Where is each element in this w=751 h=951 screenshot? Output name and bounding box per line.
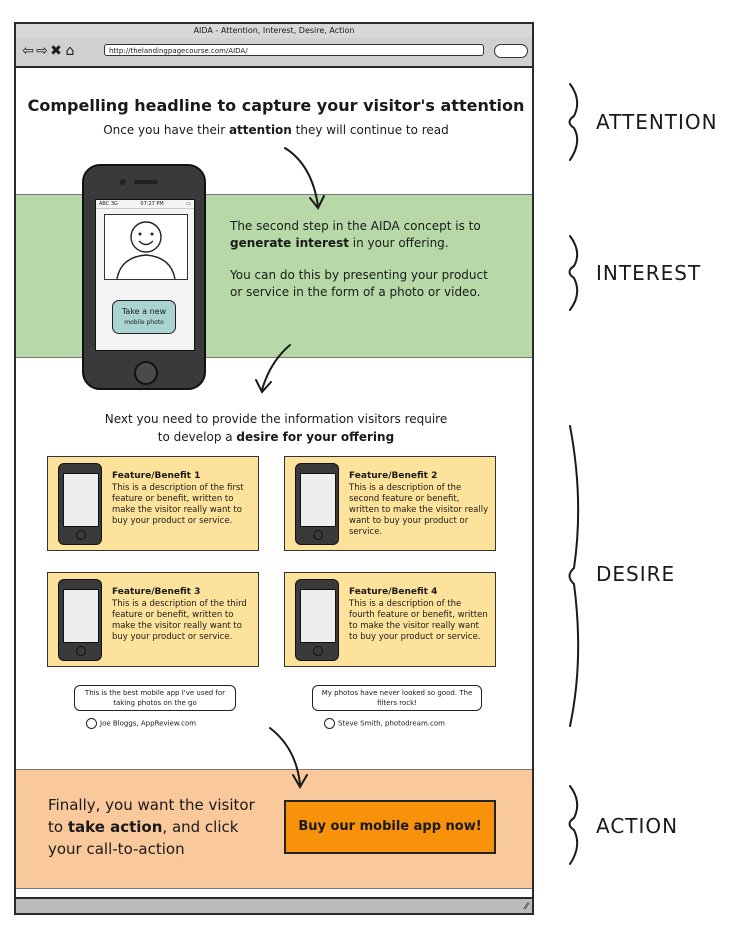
- mini-phone-icon: [58, 579, 102, 661]
- testimonial-author: Steve Smith, photodream.com: [324, 718, 445, 729]
- phone-home-button: [134, 361, 158, 385]
- take-photo-sublabel: mobile photo: [124, 319, 164, 326]
- feature-title: Feature/Benefit 2: [349, 471, 438, 481]
- feature-description: This is a description of the third featu…: [112, 599, 247, 642]
- feature-title: Feature/Benefit 4: [349, 587, 438, 597]
- person-icon: [116, 221, 176, 280]
- take-photo-button[interactable]: Take a new mobile photo: [112, 300, 176, 334]
- action-line2-end: , and click: [162, 818, 239, 836]
- feature-title: Feature/Benefit 1: [112, 471, 201, 481]
- mini-phone-icon: [295, 579, 339, 661]
- browser-toolbar: ⇦⇨✖⌂ http://thelandingpagecourse.com/AID…: [16, 38, 532, 68]
- subline-text-end: they will continue to read: [291, 123, 449, 137]
- phone-screen: ABC 3G 07:27 PM ▭ Take a new mobile phot…: [95, 199, 195, 351]
- nav-buttons: ⇦⇨✖⌂: [22, 42, 78, 60]
- buy-app-button[interactable]: Buy our mobile app now!: [284, 800, 496, 854]
- subline-bold: attention: [228, 123, 292, 137]
- browser-status-bar: ⁄⁄: [16, 897, 532, 913]
- photo-placeholder: [104, 214, 188, 280]
- phone-time: 07:27 PM: [140, 201, 164, 207]
- feature-card: Feature/Benefit 1 This is a description o…: [47, 456, 259, 551]
- phone-mockup: ABC 3G 07:27 PM ▭ Take a new mobile phot…: [82, 164, 206, 390]
- feature-text: Feature/Benefit 4 This is a description o…: [349, 587, 489, 643]
- url-bar[interactable]: http://thelandingpagecourse.com/AIDA/: [104, 44, 484, 56]
- stage-label-attention: ATTENTION: [596, 110, 718, 134]
- brace-action: [568, 785, 579, 865]
- arrowhead: [255, 379, 272, 394]
- mini-phone-icon: [58, 463, 102, 545]
- feature-card: Feature/Benefit 2 This is a description o…: [284, 456, 496, 551]
- interest-paragraph-1: The second step in the AIDA concept is t…: [230, 218, 490, 251]
- smiley-icon: [324, 718, 335, 729]
- feature-title: Feature/Benefit 3: [112, 587, 201, 597]
- action-line2-bold: take action: [67, 818, 163, 836]
- testimonial-author: Joe Bloggs, AppReview.com: [86, 718, 196, 729]
- feature-text: Feature/Benefit 1 This is a description o…: [112, 471, 252, 527]
- brace-attention: [568, 83, 579, 161]
- testimonial-bubble: This is the best mobile app I've used fo…: [74, 685, 236, 711]
- action-line1: Finally, you want the visitor: [48, 796, 255, 814]
- stage-label-interest: INTEREST: [596, 261, 702, 285]
- arrow-attention-to-interest: [284, 147, 319, 207]
- interest-paragraph-2: You can do this by presenting your produ…: [230, 268, 488, 299]
- phone-camera: [120, 179, 126, 185]
- arrow-desire-to-action: [269, 727, 301, 785]
- testimonial-author-name: Joe Bloggs, AppReview.com: [100, 719, 197, 728]
- battery-icon: ▭: [186, 201, 191, 207]
- arrow-interest-to-desire: [261, 344, 291, 391]
- action-line2-text: to: [48, 818, 68, 836]
- resize-grip-icon[interactable]: ⁄⁄: [524, 902, 528, 912]
- phone-status-bar: ABC 3G 07:27 PM ▭: [96, 200, 194, 209]
- stage-label-action: ACTION: [596, 814, 679, 838]
- home-icon[interactable]: ⌂: [65, 43, 77, 59]
- desire-intro: Next you need to provide the information…: [16, 410, 536, 446]
- smiley-icon: [86, 718, 97, 729]
- arrowhead: [309, 195, 325, 210]
- desire-intro-line2: to develop a desire for your offering: [16, 428, 536, 446]
- interest-p1-text: The second step in the AIDA concept is t…: [230, 219, 481, 233]
- subline-text: Once you have their: [103, 123, 229, 137]
- feature-text: Feature/Benefit 2 This is a description o…: [349, 471, 489, 538]
- stage-label-desire: DESIRE: [596, 562, 676, 586]
- brace-desire: [568, 425, 580, 727]
- desire-intro-bold: desire for your offering: [236, 430, 395, 444]
- desire-intro-line1: Next you need to provide the information…: [104, 412, 448, 426]
- page-headline: Compelling headline to capture your visi…: [27, 96, 525, 115]
- interest-p1-end: in your offering.: [348, 235, 449, 250]
- testimonial-author-name: Steve Smith, photodream.com: [338, 719, 445, 728]
- feature-text: Feature/Benefit 3 This is a description o…: [112, 587, 252, 643]
- mini-phone-icon: [295, 463, 339, 545]
- action-line3: your call-to-action: [48, 840, 185, 858]
- browser-window: AIDA - Attention, Interest, Desire, Acti…: [14, 22, 534, 915]
- close-icon[interactable]: ✖: [50, 43, 64, 59]
- attention-subline: Once you have their attention they will …: [16, 123, 536, 137]
- signal-label: ABC 3G: [99, 201, 118, 207]
- action-text: Finally, you want the visitor to take ac…: [48, 794, 278, 860]
- testimonial-bubble: My photos have never looked so good. The…: [312, 685, 482, 711]
- forward-arrow-icon[interactable]: ⇨: [36, 43, 50, 59]
- feature-card: Feature/Benefit 3 This is a description o…: [47, 572, 259, 667]
- take-photo-label: Take a new: [121, 307, 167, 316]
- arrowhead: [292, 774, 308, 789]
- action-line2: to take action, and click: [48, 816, 278, 838]
- desire-intro-text: to develop a: [157, 430, 237, 444]
- feature-description: This is a description of the second feat…: [349, 483, 489, 537]
- feature-description: This is a description of the first featu…: [112, 483, 244, 526]
- brace-interest: [568, 235, 579, 311]
- feature-card: Feature/Benefit 4 This is a description o…: [284, 572, 496, 667]
- interest-p1-bold: generate interest: [230, 235, 349, 250]
- phone-speaker: [134, 180, 158, 184]
- feature-description: This is a description of the fourth feat…: [349, 599, 488, 642]
- search-field[interactable]: [494, 44, 528, 58]
- back-arrow-icon[interactable]: ⇦: [22, 43, 36, 59]
- interest-text: The second step in the AIDA concept is t…: [230, 218, 490, 316]
